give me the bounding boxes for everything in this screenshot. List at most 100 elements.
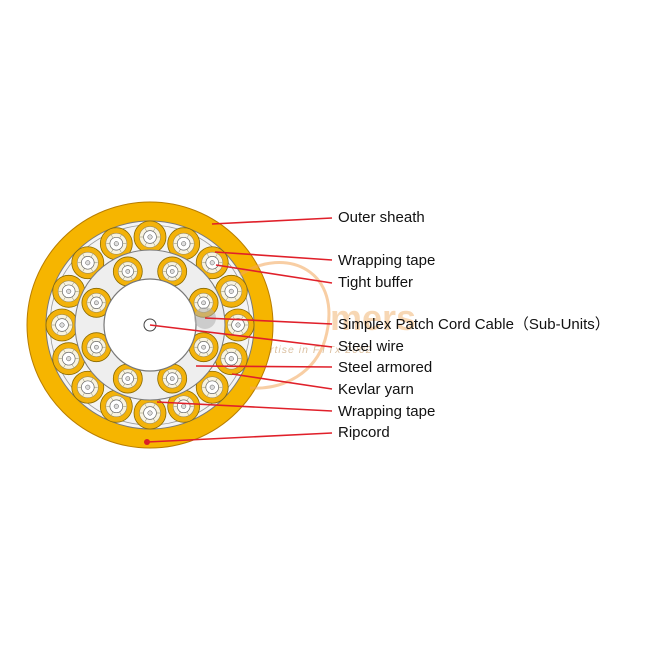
inner-subunit: [81, 287, 112, 318]
fiber-core: [201, 300, 206, 306]
leader-wrapping-tape-1: [214, 251, 333, 261]
labels: Outer sheath Wrapping tape Tight buffer …: [338, 209, 610, 441]
kevlar-strand: [226, 349, 229, 353]
kevlar-strand: [130, 276, 133, 280]
kevlar-strand: [119, 411, 122, 416]
leader-simplex: [204, 317, 333, 325]
kevlar-strand: [167, 263, 170, 267]
leader-outer-sheath: [211, 217, 333, 225]
kevlar-strand: [130, 383, 133, 387]
inner-subunit: [188, 332, 219, 363]
kevlar-strand: [175, 263, 177, 267]
kevlar-strand: [175, 370, 177, 374]
kevlar-strand: [175, 383, 177, 387]
kevlar-strand: [63, 364, 66, 368]
kevlar-strand: [56, 316, 59, 320]
kevlar-strand: [226, 282, 229, 286]
kevlar-strand: [123, 383, 125, 387]
fiber-core: [125, 376, 131, 381]
kevlar-strand: [71, 297, 74, 301]
kevlar-strand: [153, 404, 156, 408]
inner-subunit: [112, 256, 143, 287]
kevlar-strand: [207, 268, 210, 272]
label-steel-armored: Steel armored: [338, 359, 432, 376]
label-simplex: Simplex Patch Cord Cable（Sub-Units）: [338, 316, 610, 333]
inner-subunit-ring: [81, 256, 219, 394]
kevlar-strand: [82, 254, 85, 258]
kevlar-strand: [232, 330, 235, 334]
fiber-core: [209, 384, 215, 390]
kevlar-strand: [207, 392, 210, 396]
fiber-core: [228, 288, 234, 294]
label-wrapping-tape-1: Wrapping tape: [338, 252, 435, 269]
fiber-core: [94, 300, 99, 306]
outer-subunit: [133, 220, 167, 254]
leader-wrapping-tape-2: [156, 401, 333, 412]
kevlar-strand: [241, 316, 244, 320]
kevlar-strand: [144, 404, 147, 408]
fiber-core: [147, 410, 153, 416]
kevlar-strand: [99, 307, 102, 311]
kevlar-strand: [91, 339, 94, 343]
fiber-core: [113, 241, 119, 247]
kevlar-strand: [65, 330, 68, 334]
kevlar-strand: [167, 276, 170, 280]
kevlar-strand: [241, 330, 244, 334]
kevlar-strand: [186, 411, 189, 416]
kevlar-strand: [130, 370, 133, 374]
outer-subunit: [52, 342, 86, 376]
label-ripcord: Ripcord: [338, 424, 390, 441]
kevlar-strand: [82, 378, 85, 382]
kevlar-strand: [226, 297, 229, 301]
outer-subunit: [99, 389, 133, 423]
kevlar-strand: [63, 282, 66, 286]
kevlar-strand: [178, 411, 181, 416]
kevlar-strand: [215, 392, 218, 396]
kevlar-strand: [90, 254, 93, 258]
fiber-core: [66, 288, 72, 294]
fiber-core: [113, 403, 119, 409]
leader-lines: [146, 217, 333, 443]
kevlar-strand: [111, 249, 114, 253]
watermark-brand: mers: [330, 297, 416, 338]
kevlar-strand: [91, 352, 94, 356]
watermark-tagline: rtise in FTTx 2002: [270, 344, 373, 356]
kevlar-strand: [207, 378, 210, 382]
outer-subunit: [167, 389, 201, 423]
fiber-core: [228, 356, 234, 362]
kevlar-strand: [99, 294, 102, 298]
kevlar-strand: [91, 307, 94, 311]
leader-ripcord: [146, 432, 333, 443]
kevlar-strand: [153, 418, 156, 422]
inner-subunit: [81, 332, 112, 363]
kevlar-strand: [186, 249, 189, 253]
kevlar-strand: [186, 234, 189, 239]
kevlar-strand: [198, 339, 201, 343]
outer-subunit: [214, 274, 248, 308]
kevlar-strand: [178, 397, 181, 401]
label-kevlar-yarn: Kevlar yarn: [338, 381, 414, 398]
watermark-swoosh-icon: [239, 261, 331, 390]
leader-tight-buffer: [215, 264, 333, 284]
fiber-core: [169, 376, 175, 381]
kevlar-strand: [119, 234, 122, 239]
outer-subunit-ring: [45, 220, 255, 430]
kevlar-strand: [71, 349, 74, 353]
kevlar-strand: [178, 234, 181, 239]
kevlar-strand: [234, 349, 237, 353]
watermark: mers rtise in FTTx 2002: [194, 261, 416, 390]
outer-subunit: [71, 246, 105, 280]
kevlar-strand: [130, 263, 133, 267]
outer-subunit: [133, 396, 167, 430]
cable-cross-section: [26, 201, 274, 449]
outer-subunit: [195, 246, 229, 280]
kevlar-strand: [206, 352, 209, 356]
fiber-core: [201, 344, 206, 350]
inner-subunit: [157, 256, 188, 287]
kevlar-strand: [111, 234, 114, 239]
fiber-core: [209, 260, 215, 266]
kevlar-strand: [144, 418, 147, 422]
kevlar-strand: [82, 392, 85, 396]
